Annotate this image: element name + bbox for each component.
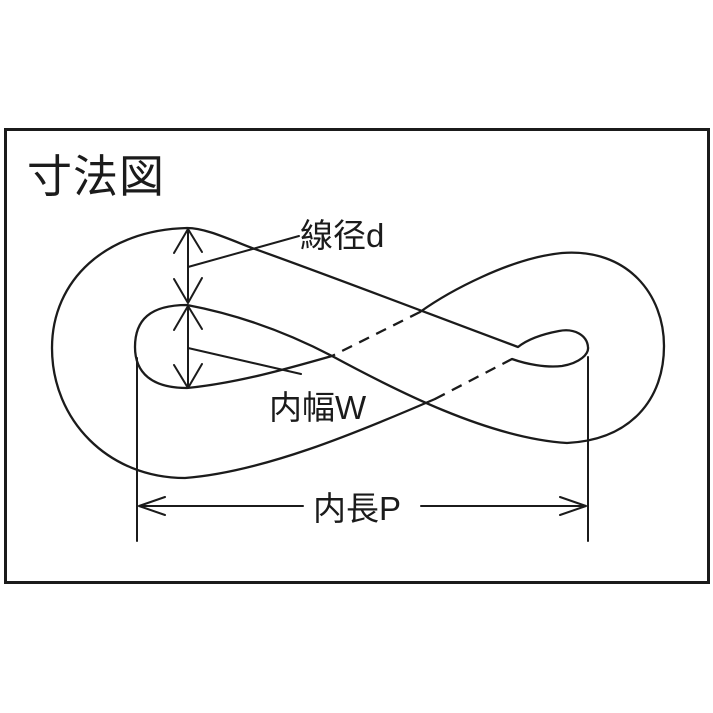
inner-width-label: 内幅W bbox=[269, 389, 367, 426]
wire-diameter-leader-line bbox=[187, 235, 300, 268]
inner-length-label: 内長P bbox=[313, 490, 401, 527]
ring-bottom-strand-curve bbox=[133, 251, 666, 445]
inner-width-arrowhead-down bbox=[173, 363, 203, 389]
inner-length-arrowhead-left bbox=[138, 496, 166, 516]
ring-top-strand-curve bbox=[50, 226, 590, 480]
wire-diameter-label: 線径d bbox=[300, 217, 384, 254]
diagram-border bbox=[4, 128, 710, 584]
ring-bottom-strand-hidden-segment bbox=[331, 310, 421, 358]
ring-top-strand-hidden-segment bbox=[434, 357, 513, 401]
wire-diameter-arrowhead-up bbox=[173, 228, 203, 254]
diagram-title: 寸法図 bbox=[27, 151, 165, 202]
wire-diameter-arrowhead-down bbox=[173, 277, 203, 304]
inner-length-arrowhead-right bbox=[559, 496, 587, 516]
inner-width-leader-line bbox=[187, 347, 302, 375]
inner-width-arrowhead-up bbox=[173, 305, 203, 331]
